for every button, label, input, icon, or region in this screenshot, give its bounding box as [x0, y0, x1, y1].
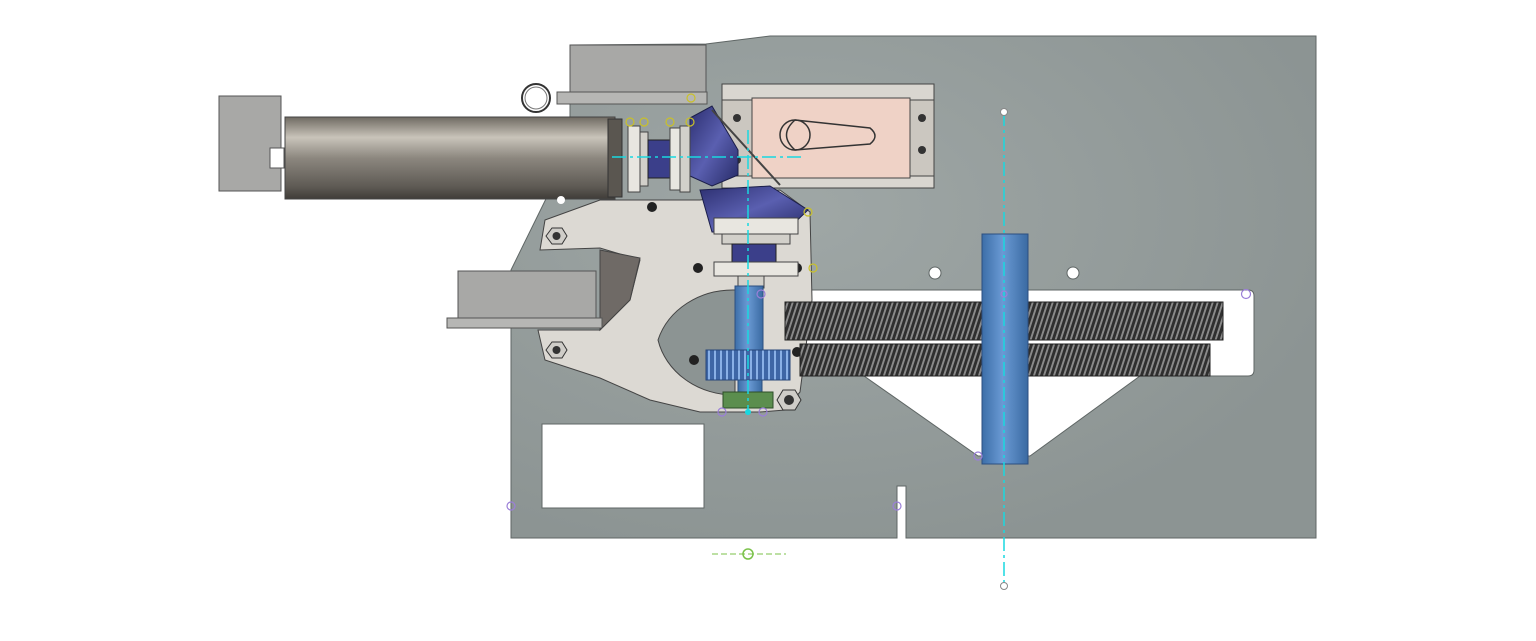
- centerline-construction: [612, 112, 1005, 585]
- bracket-hole: [557, 196, 565, 204]
- sketch-point-icon[interactable]: [742, 409, 754, 560]
- constraint-point-icon[interactable]: [1000, 108, 1008, 590]
- hex-nut-icon: [545, 227, 568, 245]
- servo-tab-right: [909, 99, 935, 177]
- pinion-hub: [737, 379, 763, 393]
- output-shaft[interactable]: [981, 233, 1029, 465]
- bracket-hole: [689, 355, 699, 365]
- motor-shaft-stub: [269, 147, 285, 169]
- hex-nut-icon: [776, 389, 802, 411]
- motor-mount-block[interactable]: [218, 95, 282, 192]
- mounting-hole: [521, 83, 551, 113]
- bracket-pocket: [599, 249, 641, 332]
- bracket-hole: [647, 202, 657, 212]
- side-mount-block[interactable]: [457, 270, 597, 319]
- input-shaft-stack: [627, 125, 691, 193]
- plate-cutout-rect: [541, 423, 705, 509]
- constraint-point-icon[interactable]: [625, 93, 818, 273]
- servo-horn[interactable]: [779, 119, 876, 151]
- side-mount-flange: [446, 317, 603, 329]
- drive-motor-endcap: [607, 118, 623, 198]
- hex-nut-icon: [545, 341, 568, 359]
- mounting-hole: [928, 266, 942, 280]
- pinion-shaft: [734, 285, 764, 353]
- bracket-hole: [693, 263, 703, 273]
- mounting-hole: [1066, 266, 1080, 280]
- top-mount-block[interactable]: [569, 44, 707, 93]
- top-mount-flange: [556, 91, 708, 105]
- drive-motor[interactable]: [284, 116, 616, 200]
- constraint-point-icon[interactable]: [506, 288, 1252, 511]
- mounting-hole: [524, 86, 548, 110]
